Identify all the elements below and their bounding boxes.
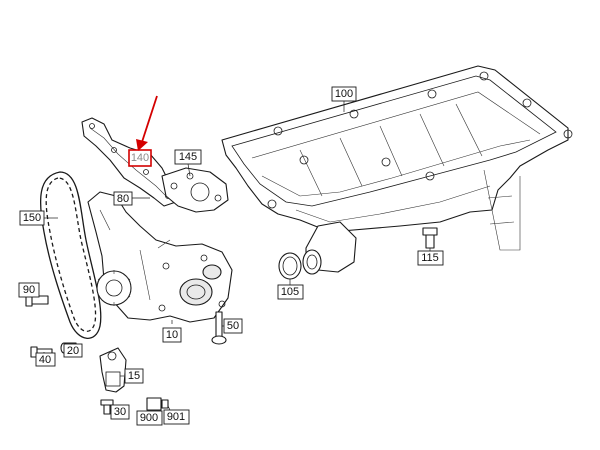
oil-pan-screw[interactable]	[422, 227, 438, 249]
callout-105[interactable]: 105	[277, 284, 304, 300]
callout-150-text: 150	[23, 212, 41, 224]
callout-80-text: 80	[117, 193, 129, 205]
callout-901[interactable]: 901	[163, 409, 190, 425]
callout-40[interactable]: 40	[35, 352, 56, 367]
callout-900-text: 900	[140, 412, 158, 424]
callout-115-text: 115	[421, 252, 439, 264]
gasket-small[interactable]	[161, 167, 229, 213]
callout-140-text: 140	[131, 152, 149, 164]
callout-15-text: 15	[128, 370, 140, 382]
callout-145[interactable]: 145	[174, 149, 202, 165]
callout-15[interactable]: 15	[124, 368, 144, 384]
callout-80[interactable]: 80	[113, 191, 133, 206]
highlight-arrow	[136, 95, 158, 151]
callout-40-text: 40	[39, 354, 51, 366]
connector-901[interactable]	[161, 399, 169, 409]
callout-140-highlighted[interactable]: 140	[128, 149, 152, 167]
pump-bolt[interactable]	[211, 311, 227, 345]
callout-90[interactable]: 90	[18, 282, 40, 298]
callout-900[interactable]: 900	[136, 410, 163, 426]
oil-pan[interactable]	[221, 65, 573, 251]
callout-10[interactable]: 10	[162, 327, 182, 343]
callout-30[interactable]: 30	[110, 404, 130, 420]
callout-30-text: 30	[114, 406, 126, 418]
oil-pressure-valve[interactable]	[99, 347, 127, 393]
screw-30[interactable]	[100, 399, 114, 415]
callout-20-text: 20	[67, 345, 79, 357]
timing-chain[interactable]	[39, 171, 102, 339]
oil-suction-pipe[interactable]	[302, 221, 357, 275]
callout-145-text: 145	[179, 151, 197, 163]
callout-10-text: 10	[166, 329, 178, 341]
callout-100-text: 100	[335, 88, 353, 100]
callout-50[interactable]: 50	[223, 318, 243, 334]
o-ring[interactable]	[278, 252, 302, 280]
callout-100[interactable]: 100	[331, 86, 357, 102]
callout-50-text: 50	[227, 320, 239, 332]
connector-900[interactable]	[146, 397, 162, 411]
callout-150[interactable]: 150	[19, 210, 45, 226]
callout-20[interactable]: 20	[63, 343, 83, 358]
callout-90-text: 90	[23, 284, 35, 296]
callout-901-text: 901	[167, 411, 185, 423]
oil-pump[interactable]	[87, 191, 233, 323]
callout-115[interactable]: 115	[417, 250, 444, 266]
callout-105-text: 105	[281, 286, 299, 298]
